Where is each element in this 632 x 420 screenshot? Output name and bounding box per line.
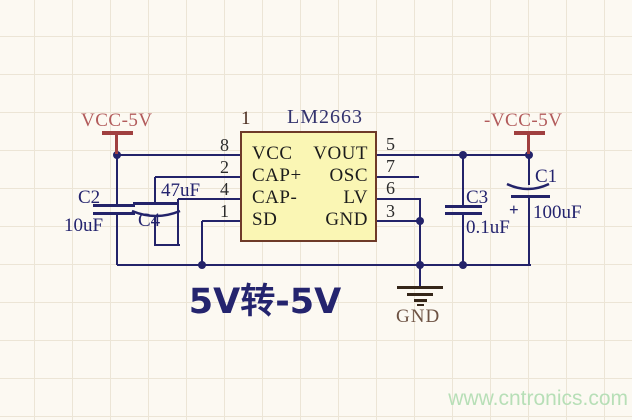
c1-curved-plate <box>506 182 550 191</box>
junction-dot-c3-top <box>459 151 467 159</box>
neg-vcc-power-bar-icon <box>514 131 545 135</box>
pin-number-6: 6 <box>386 178 395 198</box>
c4-value-label: 47uF <box>161 180 201 201</box>
junction-dot-lv-gnd <box>416 217 424 225</box>
c2-plate-bottom <box>93 212 135 215</box>
wire-lv-gnd-down <box>419 199 421 265</box>
ground-icon <box>397 286 443 289</box>
watermark-text: www.cntronics.com <box>448 387 628 410</box>
wire-c3-top <box>462 155 464 206</box>
pin-number-8: 8 <box>220 135 229 155</box>
c3-plate-bottom <box>445 212 482 215</box>
wire-pin8-vcc <box>118 154 240 156</box>
c4-ref-label: C4 <box>138 210 161 231</box>
pin-number-2: 2 <box>220 157 229 177</box>
pin-number-7: 7 <box>386 156 395 176</box>
pin-name-vcc: VCC <box>252 143 293 164</box>
wire-gnd-stem <box>419 265 421 287</box>
c4-curved-plate <box>131 209 181 218</box>
wire-pin7-osc-stub <box>377 176 419 178</box>
pin-name-lv: LV <box>343 187 368 208</box>
ic-lm2663-body <box>240 131 377 242</box>
c1-ref-label: C1 <box>535 166 558 187</box>
ic-pin-row-4: SD GND <box>252 209 368 231</box>
wire-pin6-lv <box>377 198 421 200</box>
junction-dot-vcc <box>113 151 121 159</box>
wire-c4-bottom <box>154 216 156 246</box>
pin-number-4: 4 <box>220 179 229 199</box>
wire-pin4-cap-minus <box>178 198 240 200</box>
pin-name-osc: OSC <box>329 165 368 186</box>
c2-ref-label: C2 <box>78 187 101 208</box>
ground-label: GND <box>396 306 441 327</box>
wire-sd-to-rail <box>201 221 203 265</box>
c3-value-label: 0.1uF <box>466 217 510 238</box>
c3-plate-top <box>445 205 482 208</box>
c2-plate-top <box>93 204 135 207</box>
pin-name-cap-minus: CAP- <box>252 187 298 208</box>
c3-ref-label: C3 <box>466 187 489 208</box>
junction-dot-c1-top <box>525 151 533 159</box>
ic-part-number: LM2663 <box>287 106 363 128</box>
circuit-caption: 5V转-5V <box>188 282 342 322</box>
c2-value-label: 10uF <box>64 215 104 236</box>
wire-pin4-down <box>177 199 179 246</box>
ground-bar-3 <box>414 299 427 302</box>
pin-name-cap-plus: CAP+ <box>252 165 302 186</box>
ic-pin-row-3: CAP- LV <box>252 187 368 209</box>
vcc-power-label: VCC-5V <box>81 110 153 131</box>
pin-name-sd: SD <box>252 209 278 230</box>
wire-pin2-cap-plus <box>155 176 240 178</box>
pin-name-gnd: GND <box>325 209 368 230</box>
wire-pin2-to-c4 <box>154 177 156 204</box>
wire-vcc-to-c2 <box>116 155 118 205</box>
pin-number-5: 5 <box>386 134 395 154</box>
wire-c3-bottom <box>462 213 464 265</box>
c1-value-label: 100uF <box>533 202 582 223</box>
neg-vcc-power-label: -VCC-5V <box>484 110 563 131</box>
wire-pin3-gnd <box>377 220 421 222</box>
ground-bar-2 <box>407 293 433 296</box>
ground-bar-4 <box>417 304 424 306</box>
wire-c2-to-rail <box>116 212 118 265</box>
pin-name-vout: VOUT <box>313 143 368 164</box>
wire-pin5-vout <box>377 154 530 156</box>
c1-plate-bottom <box>511 195 550 198</box>
c1-polarity-plus: + <box>509 200 519 219</box>
ic-pin-row-2: CAP+ OSC <box>252 165 368 187</box>
junction-dot-sd-rail <box>198 261 206 269</box>
c4-plate-top <box>133 202 179 205</box>
vcc-power-bar-icon <box>102 131 133 135</box>
pin-number-3: 3 <box>386 201 395 221</box>
junction-dot-c3-rail <box>459 261 467 269</box>
junction-dot-gnd-rail <box>416 261 424 269</box>
wire-pin1-sd <box>202 220 240 222</box>
wire-bottom-rail <box>117 264 531 266</box>
ic-pin-row-1: VCC VOUT <box>252 143 368 165</box>
neg-vcc-power-stem <box>527 134 530 154</box>
ic-designator: 1 <box>241 108 251 129</box>
pin-number-1: 1 <box>220 201 229 221</box>
wire-c4-link <box>155 244 180 246</box>
wire-c1-bottom <box>528 197 530 265</box>
vcc-power-stem <box>115 134 118 154</box>
wire-c1-top <box>528 155 530 185</box>
